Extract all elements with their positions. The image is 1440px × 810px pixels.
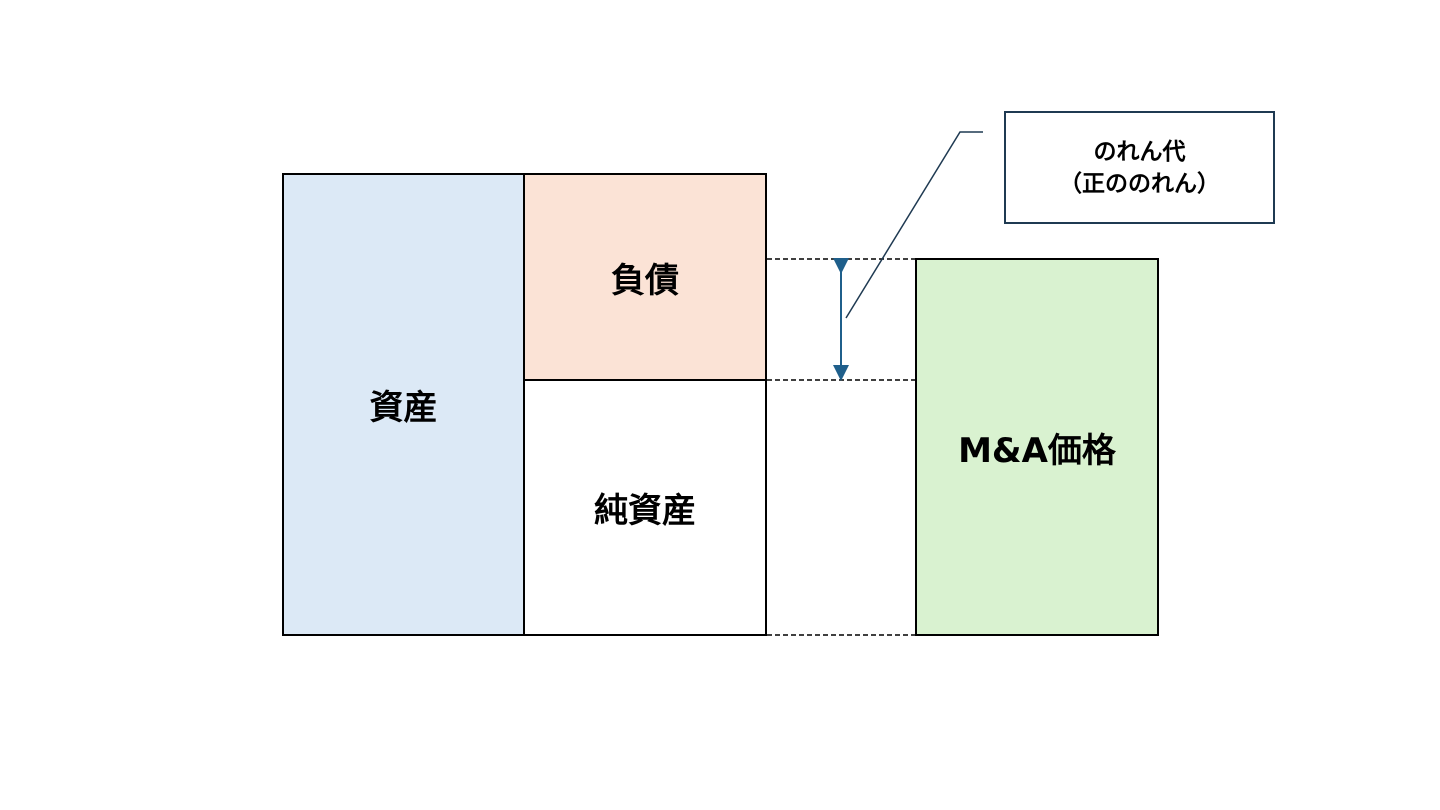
net-assets-block: 純資産 <box>523 379 767 636</box>
assets-block: 資産 <box>282 173 525 636</box>
goodwill-callout-line1: のれん代 <box>1093 138 1186 165</box>
net-assets-label: 純資産 <box>594 491 696 531</box>
goodwill-callout-line2: （正ののれん） <box>1059 170 1220 197</box>
ma-price-label: M&A価格 <box>958 430 1116 471</box>
liabilities-block: 負債 <box>523 173 767 381</box>
assets-label: 資産 <box>369 388 438 428</box>
ma-price-block: M&A価格 <box>915 258 1159 636</box>
goodwill-callout: のれん代 （正ののれん） <box>1004 111 1275 224</box>
liabilities-label: 負債 <box>611 260 679 301</box>
